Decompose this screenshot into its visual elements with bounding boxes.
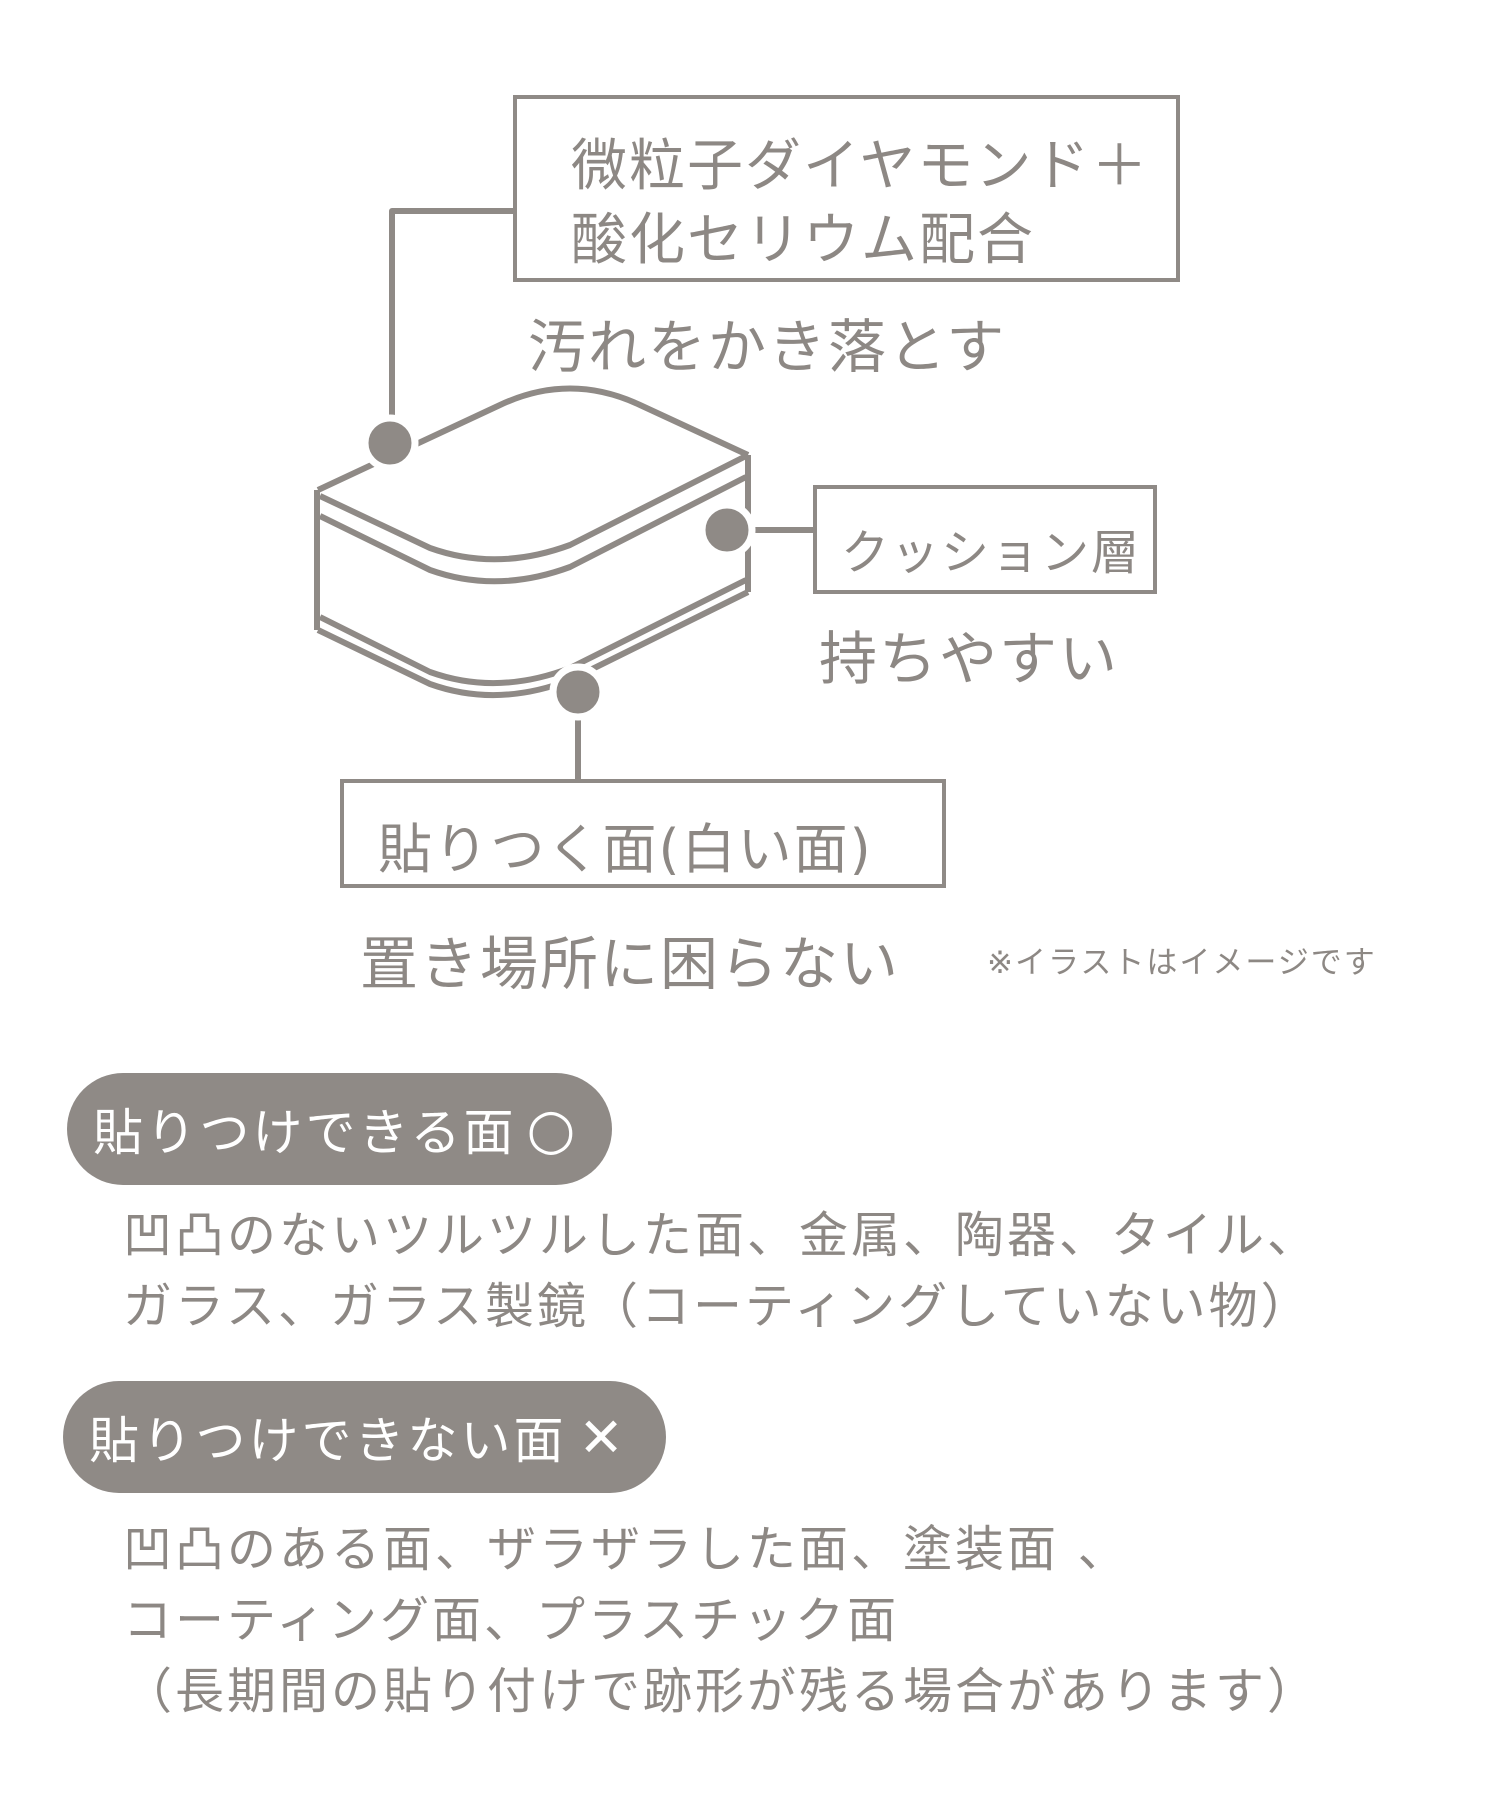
- callout-box-bottom: 貼りつく面(白い面): [340, 779, 946, 888]
- callout-bottom-caption: 置き場所に困らない: [360, 930, 901, 998]
- callout-top-line-2: 酸化セリウム配合: [571, 208, 1035, 273]
- marker-dot-top: [361, 414, 419, 472]
- callout-box-middle: クッション層: [813, 485, 1157, 594]
- leader-line-top: [389, 208, 513, 440]
- callout-middle-caption: 持ちやすい: [819, 625, 1120, 693]
- description-line: コーティング面、プラスチック面: [123, 1592, 900, 1649]
- callout-box-top: 微粒子ダイヤモンド＋ 酸化セリウム配合: [513, 95, 1180, 282]
- marker-dot-bottom: [549, 663, 607, 721]
- marker-dot-middle: [698, 501, 756, 559]
- cannot-stick-description: 凹凸のある面、ザラザラした面、塗装面 、 コーティング面、プラスチック面 （長期…: [123, 1514, 1319, 1727]
- description-line: 凹凸のないツルツルした面、金属、陶器、タイル、: [123, 1207, 1320, 1264]
- cross-ng-icon: ✕: [578, 1405, 627, 1469]
- description-line: 凹凸のある面、ザラザラした面、塗装面 、: [123, 1521, 1130, 1578]
- sponge-bottom-line-1: [318, 577, 748, 687]
- sponge-top-back-edge: [316, 385, 750, 493]
- callout-bottom-label: 貼りつく面(白い面): [378, 818, 873, 881]
- sponge-illustration: [314, 208, 815, 782]
- badge-label: 貼りつけできる面: [93, 1104, 517, 1162]
- circle-ok-icon: ○: [526, 1096, 579, 1162]
- section-badge-can-stick: 貼りつけできる面 ○: [67, 1073, 612, 1185]
- callout-top-caption: 汚れをかき落とす: [528, 313, 1007, 381]
- section-badge-cannot-stick: 貼りつけできない面 ✕: [63, 1381, 666, 1493]
- can-stick-description: 凹凸のないツルツルした面、金属、陶器、タイル、 ガラス、ガラス製鏡（コーティング…: [123, 1200, 1319, 1342]
- callout-top-line-1: 微粒子ダイヤモンド＋: [571, 134, 1150, 199]
- callout-middle-label: クッション層: [841, 525, 1142, 581]
- badge-label: 貼りつけできない面: [89, 1412, 567, 1470]
- description-line: ガラス、ガラス製鏡（コーティングしていない物）: [123, 1278, 1313, 1335]
- sponge-layer-line: [318, 474, 748, 585]
- sponge-top-front-edge: [318, 452, 750, 563]
- illustration-note: ※イラストはイメージです: [987, 945, 1377, 981]
- description-line: （長期間の貼り付けで跡形が残る場合があります）: [123, 1663, 1320, 1720]
